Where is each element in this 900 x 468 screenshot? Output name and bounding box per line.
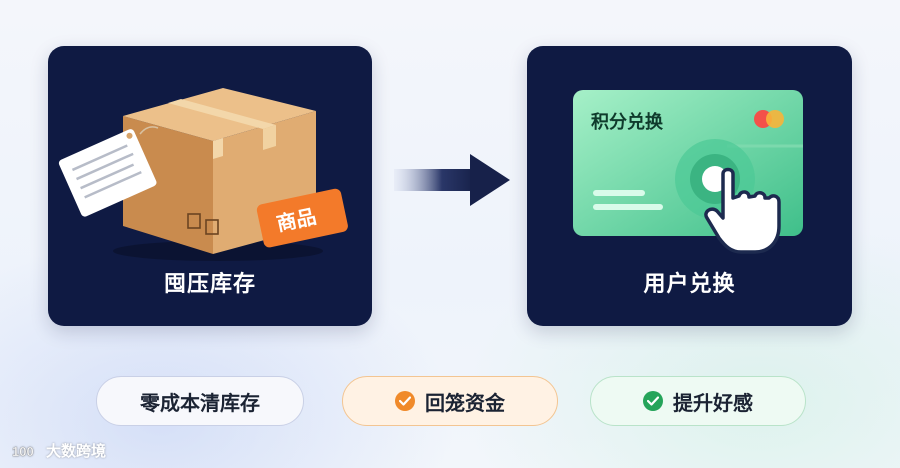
check-circle-icon [395, 391, 415, 411]
arrow-right-icon [394, 154, 510, 206]
card-title: 积分兑换 [591, 112, 663, 133]
svg-text:100: 100 [12, 444, 34, 459]
panel-redeem: 积分兑换 用户兑换 [527, 46, 852, 326]
watermark-logo-icon: 100 [12, 443, 34, 459]
check-circle-icon [643, 391, 663, 411]
points-card-illustration [573, 90, 803, 254]
benefit-pill-clear-stock: 零成本清库存 [96, 376, 304, 426]
benefit-label: 提升好感 [673, 390, 753, 415]
watermark-text: 大数跨境 [46, 442, 107, 460]
benefit-label: 零成本清库存 [140, 390, 260, 415]
stock-caption: 囤压库存 [163, 272, 256, 297]
cardboard-box-illustration [58, 88, 348, 261]
redeem-caption: 用户兑换 [643, 272, 736, 297]
benefit-pill-recover-funds: 回笼资金 [342, 376, 558, 426]
benefit-label: 回笼资金 [425, 390, 505, 415]
benefit-pill-goodwill: 提升好感 [590, 376, 806, 426]
pointing-hand-icon [704, 167, 781, 254]
product-tag [256, 188, 348, 248]
panel-stock: 商品 囤压库存 [48, 46, 372, 326]
watermark: 100 大数跨境 [12, 440, 106, 461]
paper-label [58, 129, 157, 217]
